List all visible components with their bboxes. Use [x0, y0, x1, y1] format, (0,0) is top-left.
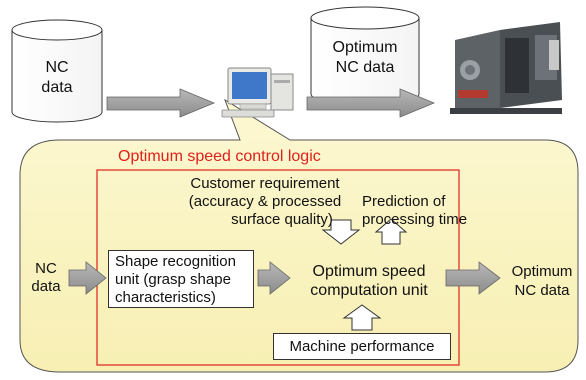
computation-unit-text: Optimum speed computation unit [294, 262, 444, 300]
arrow-down-customer [321, 219, 361, 245]
arrow-up-machine [342, 304, 382, 331]
customer-req-line3: surface quality) [231, 211, 333, 228]
machine-performance-text: Machine performance [289, 338, 435, 355]
optimum-nc-data-label: Optimum NC data [311, 38, 419, 78]
input-line1: NC [35, 260, 57, 277]
arrow-shape-to-computation [257, 261, 291, 295]
output-optimum-nc-data-label: Optimum NC data [500, 262, 584, 300]
arrow-up-prediction [374, 218, 408, 245]
nc-data-line2: data [41, 79, 73, 96]
logic-title: Optimum speed control logic [118, 148, 321, 165]
customer-requirement-text: Customer requirement (accuracy & process… [170, 175, 360, 229]
machining-center-image [446, 20, 581, 115]
arrow-computer-to-optimum [306, 88, 436, 118]
nc-data-label: NC data [12, 58, 102, 98]
shape-line2: unit (grasp shape [115, 271, 231, 288]
prediction-line2: processing time [362, 211, 468, 228]
optimum-nc-data-cylinder [310, 6, 420, 106]
machine-performance-box: Machine performance [273, 333, 451, 360]
input-nc-data-label: NC data [26, 260, 66, 296]
shape-line1: Shape recognition [115, 253, 236, 270]
optimum-line1: Optimum [332, 39, 398, 56]
arrow-computation-to-output [445, 261, 501, 295]
arrow-nc-to-computer [106, 88, 216, 118]
logic-frame [96, 169, 460, 366]
shape-line3: characteristics) [115, 289, 216, 306]
shape-recognition-text: Shape recognition unit (grasp shape char… [109, 251, 253, 307]
input-line2: data [31, 278, 61, 295]
arrow-input-to-shape [68, 261, 107, 295]
output-line1: Optimum [511, 263, 573, 280]
customer-req-line1: Customer requirement [190, 175, 340, 192]
prediction-text: Prediction of processing time [362, 193, 468, 229]
shape-recognition-box: Shape recognition unit (grasp shape char… [108, 250, 254, 308]
nc-data-line1: NC [45, 59, 69, 76]
computation-line1: Optimum speed [312, 263, 426, 280]
callout-bubble [19, 98, 579, 373]
optimum-line2: NC data [335, 59, 395, 76]
nc-data-cylinder [11, 19, 103, 123]
computation-line2: computation unit [310, 282, 428, 299]
output-line2: NC data [514, 282, 570, 299]
computer-icon [221, 67, 294, 118]
customer-req-line2: (accuracy & processed [188, 193, 342, 210]
prediction-line1: Prediction of [362, 193, 446, 210]
